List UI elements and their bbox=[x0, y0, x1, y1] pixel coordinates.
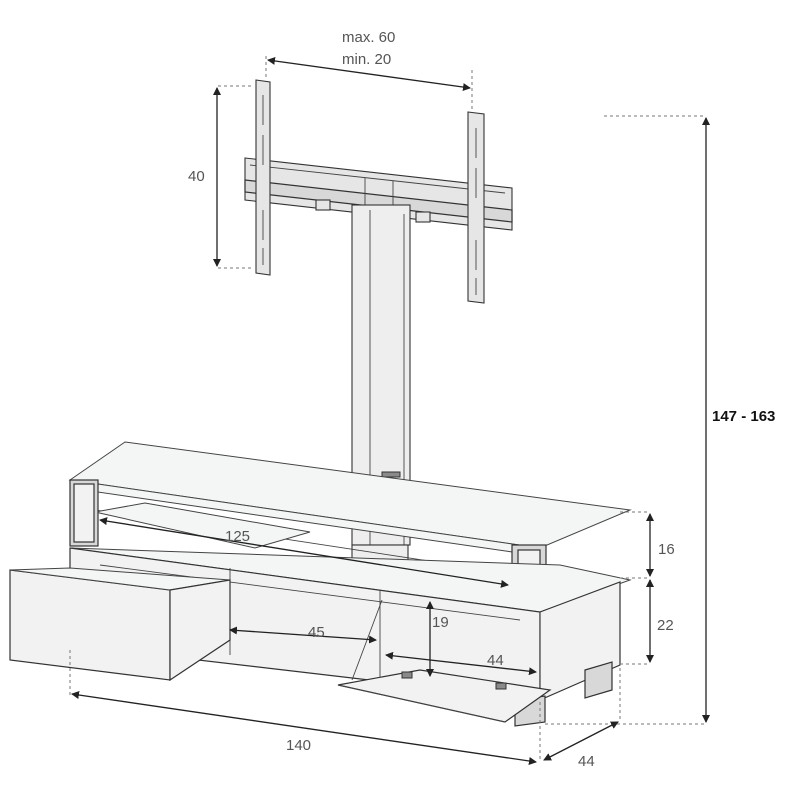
tv-bracket bbox=[244, 79, 513, 304]
drawer-opening-width-label: 45 bbox=[308, 624, 325, 641]
upper-shelf-height-label: 16 bbox=[658, 541, 675, 558]
inner-height-label: 19 bbox=[432, 614, 449, 631]
extension-lines bbox=[69, 56, 704, 760]
overall-width-label: 140 bbox=[286, 737, 311, 754]
upper-shelf-depth-label: 125 bbox=[225, 528, 250, 545]
bracket-width-max-label: max. 60 bbox=[342, 29, 395, 46]
bracket-height-label: 40 bbox=[188, 168, 205, 185]
dimension-labels: max. 60 min. 20 40 147 - 163 125 16 22 4… bbox=[188, 29, 775, 770]
overall-depth-label: 44 bbox=[578, 753, 595, 770]
dimension-lines bbox=[71, 56, 710, 765]
compartment-width-label: 44 bbox=[487, 652, 504, 669]
lower-body-height-label: 22 bbox=[657, 617, 674, 634]
total-height-label: 147 - 163 bbox=[712, 408, 775, 425]
bracket-width-min-label: min. 20 bbox=[342, 51, 391, 68]
